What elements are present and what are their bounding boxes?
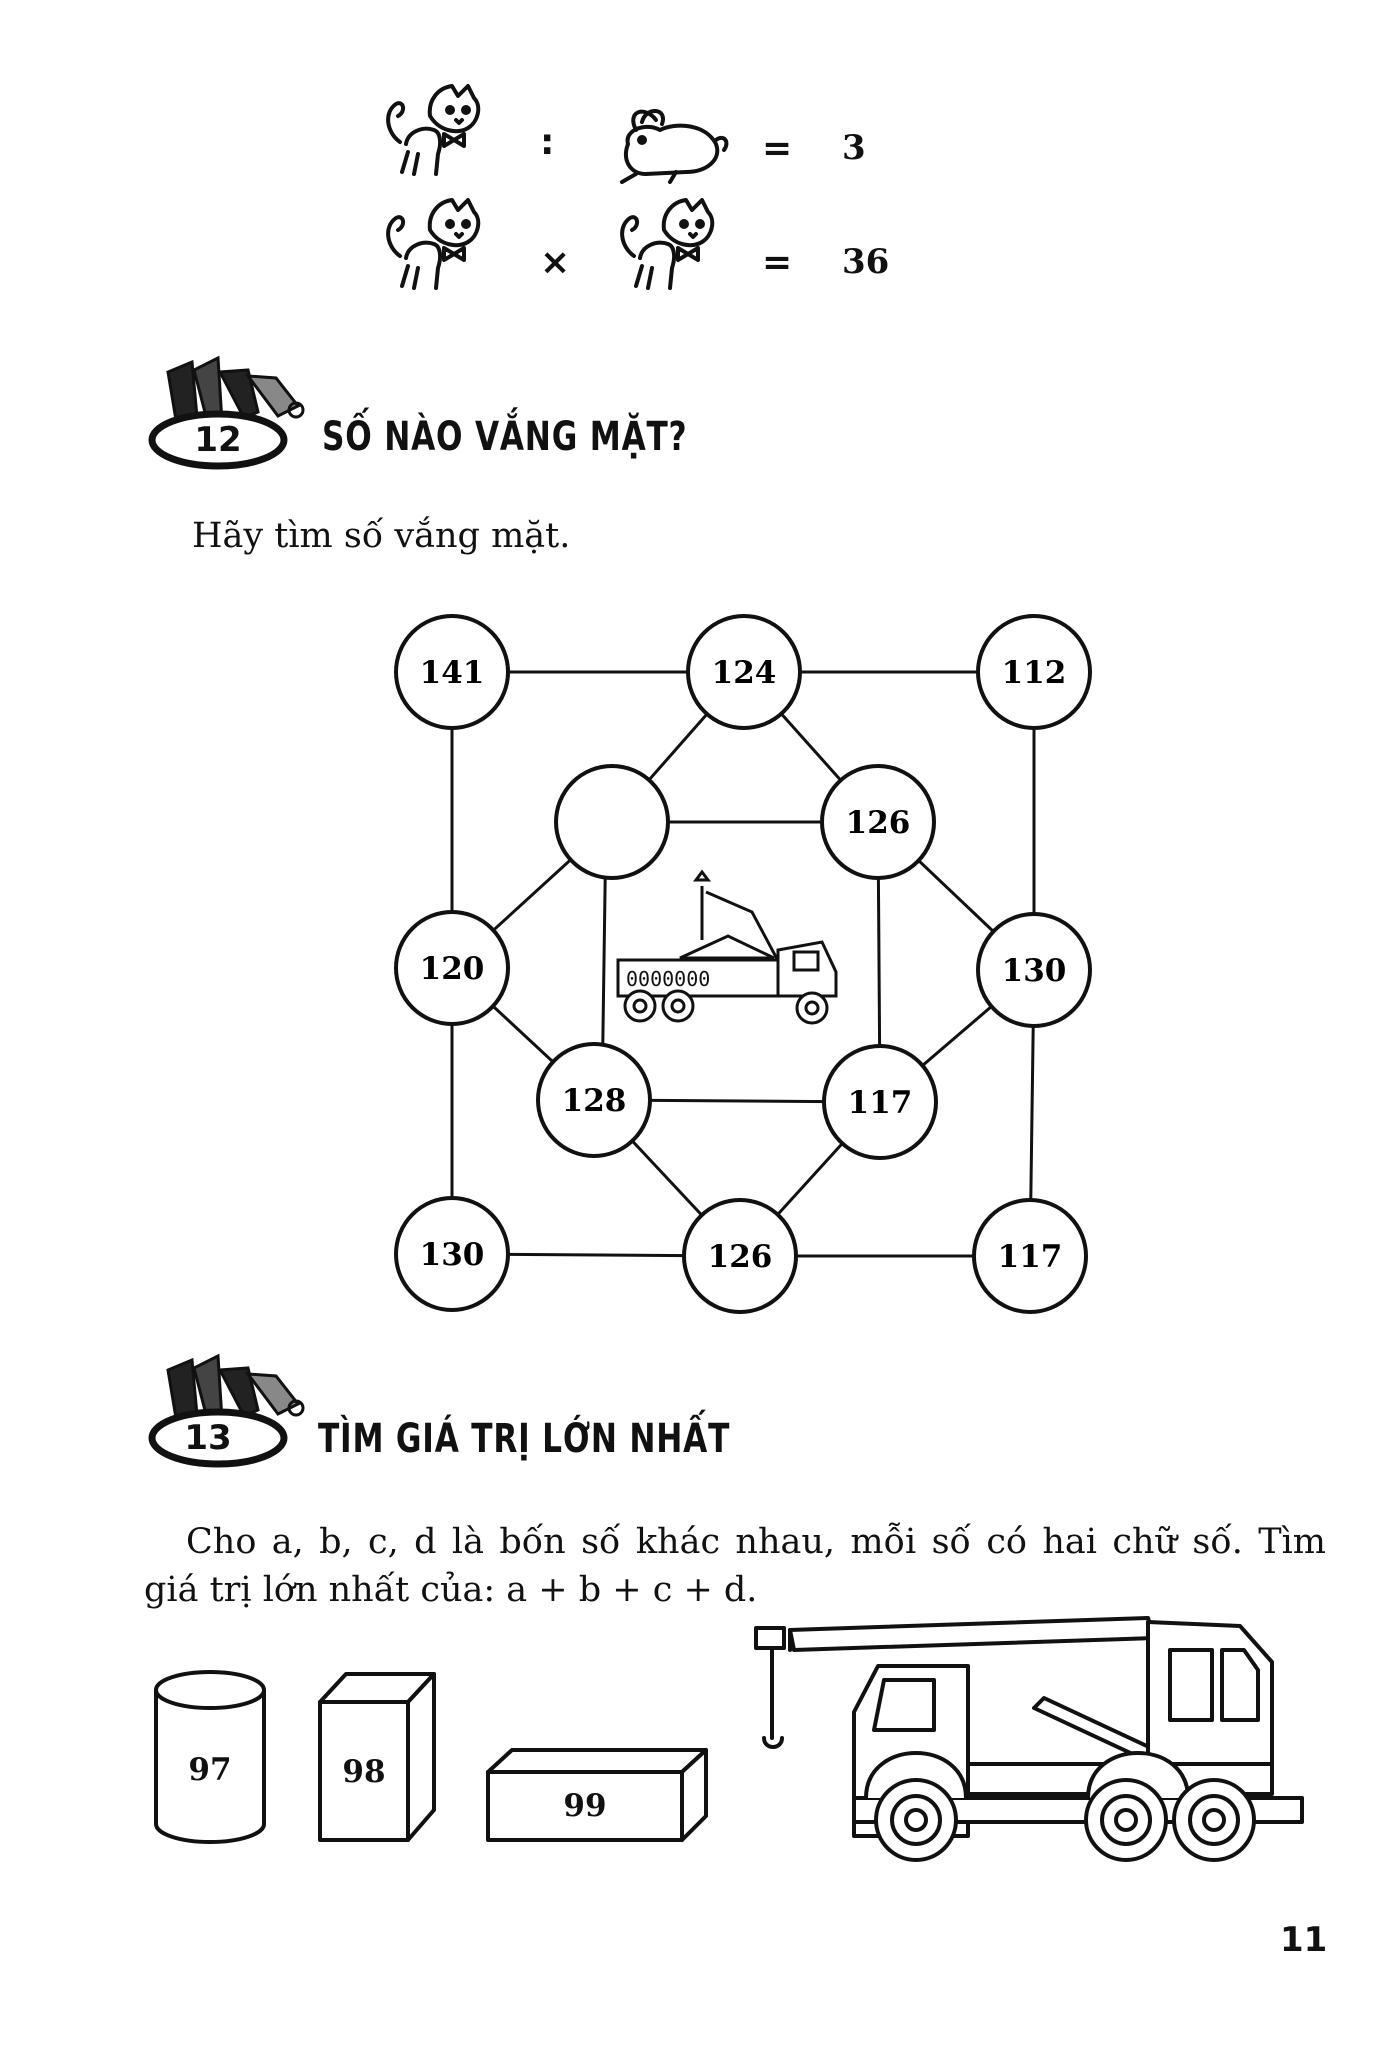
node-inner-bottom-left: 128 bbox=[536, 1042, 652, 1158]
svg-text:117: 117 bbox=[848, 1085, 913, 1121]
cat-icon bbox=[620, 198, 715, 290]
section-title: TÌM GIÁ TRỊ LỚN NHẤT bbox=[318, 1416, 731, 1462]
node-top-middle: 124 bbox=[686, 614, 802, 730]
equals-sign: = bbox=[762, 128, 793, 169]
number-graph: 0000000 141 124 112 126 120 130 128 bbox=[394, 614, 1092, 1314]
node-inner-bottom-right: 117 bbox=[822, 1044, 938, 1160]
problem-text-line-2: giá trị lớn nhất của: a + b + c + d. bbox=[144, 1570, 758, 1610]
cube-label: 98 bbox=[342, 1754, 386, 1790]
cat-icon bbox=[386, 198, 481, 290]
svg-text:112: 112 bbox=[1002, 655, 1067, 691]
node-inner-top-right: 126 bbox=[820, 764, 936, 880]
instruction-text: Hãy tìm số vắng mặt. bbox=[192, 516, 571, 556]
rabbit-icon bbox=[620, 109, 729, 184]
node-top-right: 112 bbox=[976, 614, 1092, 730]
equation-result: 36 bbox=[842, 242, 890, 282]
cat-icon bbox=[386, 84, 481, 176]
section-number: 13 bbox=[184, 1418, 232, 1458]
node-bottom-middle: 126 bbox=[682, 1198, 798, 1314]
svg-text:141: 141 bbox=[420, 655, 485, 691]
node-middle-left: 120 bbox=[394, 910, 510, 1026]
svg-text:120: 120 bbox=[420, 951, 485, 987]
page-number: 11 bbox=[1280, 1920, 1328, 1960]
section-badge-icon bbox=[148, 355, 305, 470]
section-number: 12 bbox=[194, 420, 242, 460]
node-bottom-left: 130 bbox=[394, 1196, 510, 1312]
svg-text:130: 130 bbox=[1002, 953, 1067, 989]
svg-text:126: 126 bbox=[846, 805, 911, 841]
equals-sign: = bbox=[762, 242, 793, 283]
problem-text-line-1: Cho a, b, c, d là bốn số khác nhau, mỗi … bbox=[186, 1522, 1326, 1562]
svg-text:0000000: 0000000 bbox=[626, 967, 710, 991]
truck-icon: 0000000 bbox=[616, 869, 838, 1025]
box-shape bbox=[486, 1748, 708, 1842]
node-bottom-right: 117 bbox=[972, 1198, 1088, 1314]
node-top-left: 141 bbox=[394, 614, 510, 730]
svg-text:128: 128 bbox=[562, 1083, 627, 1119]
section-title: SỐ NÀO VẮNG MẶT? bbox=[322, 414, 688, 460]
svg-text:124: 124 bbox=[712, 655, 777, 691]
section-badge-icon bbox=[148, 1353, 305, 1468]
divide-operator: : bbox=[540, 122, 555, 163]
cylinder-shape bbox=[154, 1670, 266, 1844]
cube-shape bbox=[318, 1672, 436, 1842]
box-label: 99 bbox=[563, 1788, 607, 1824]
svg-text:130: 130 bbox=[420, 1237, 485, 1273]
multiply-operator: × bbox=[540, 242, 571, 283]
equation-result: 3 bbox=[842, 128, 866, 168]
cylinder-label: 97 bbox=[188, 1752, 232, 1788]
crane-truck-icon bbox=[754, 1616, 1304, 1862]
svg-text:126: 126 bbox=[708, 1239, 773, 1275]
node-missing bbox=[554, 764, 670, 880]
node-middle-right: 130 bbox=[976, 912, 1092, 1028]
svg-text:117: 117 bbox=[998, 1239, 1063, 1275]
